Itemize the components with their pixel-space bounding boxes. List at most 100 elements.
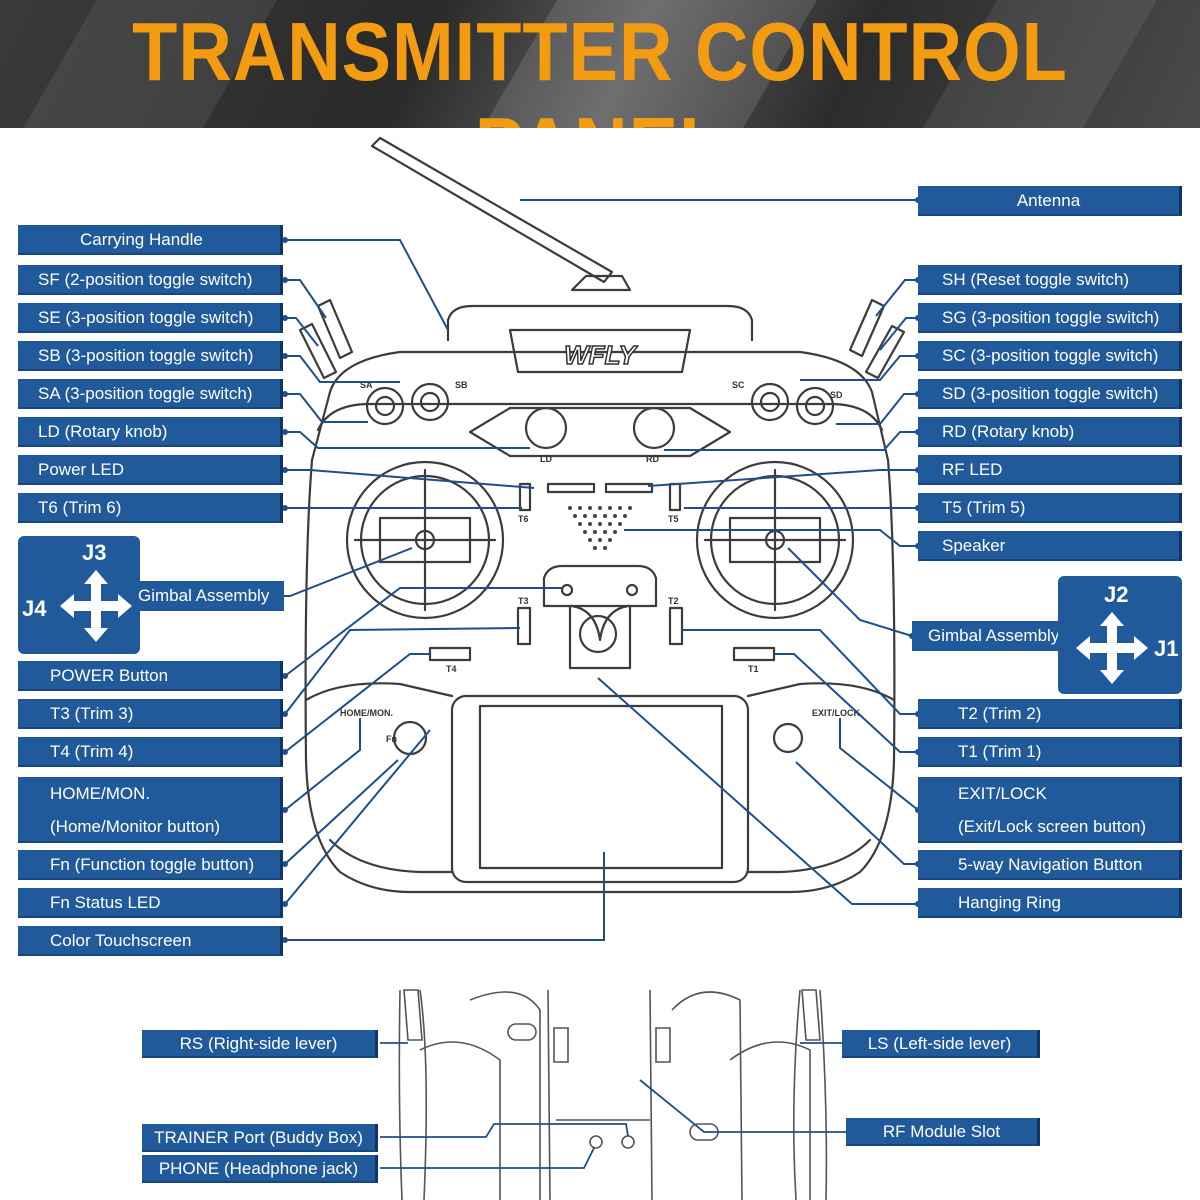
grip-left (304, 682, 454, 702)
switch-sa-shape (365, 386, 405, 426)
bottom-leader-lines (380, 1042, 846, 1169)
trim-t4-shape (428, 646, 472, 662)
leader-dots (282, 197, 921, 943)
body-top-edge (316, 402, 884, 432)
switch-sh-shape (848, 298, 886, 358)
mark-exit: EXIT/LOCK (812, 708, 861, 718)
body-shell (304, 350, 896, 894)
switch-se-shape (298, 322, 338, 380)
mark-t5: T5 (668, 514, 679, 524)
knob-panel (468, 406, 732, 458)
label-rf-slot: RF Module Slot (846, 1118, 1040, 1146)
trim-t6-shape (518, 482, 532, 512)
hanging-ring-housing (568, 604, 632, 670)
mark-sa: SA (360, 380, 373, 390)
mark-sb: SB (455, 380, 468, 390)
touchscreen-shape (478, 704, 724, 870)
hanging-ring-shape (578, 614, 618, 654)
leader-lines (138, 199, 919, 941)
mark-sc: SC (732, 380, 745, 390)
label-rs: RS (Right-side lever) (142, 1030, 378, 1058)
label-sf: SF (2-position toggle switch) (18, 265, 283, 295)
label-hanging-ring: Hanging Ring (918, 888, 1182, 918)
brand-plate (508, 328, 692, 374)
fn-button-shape (392, 720, 428, 756)
label-speaker: Speaker (918, 531, 1182, 561)
gimbal-right-badge: J2 J1 (1058, 576, 1182, 694)
label-j4: J4 (22, 596, 47, 621)
fn-led-dot (625, 583, 639, 597)
mark-t3: T3 (518, 596, 529, 606)
label-antenna: Antenna (918, 186, 1182, 216)
mark-t6: T6 (518, 514, 529, 524)
mark-fn: Fn (386, 734, 397, 744)
switch-sg-shape (864, 324, 906, 380)
grip-left-lower (328, 838, 454, 874)
label-t3: T3 (Trim 3) (18, 699, 283, 729)
trim-t5-shape (668, 482, 682, 512)
device-markings: SA SB SC SD LD RD T6 T5 T3 T2 T4 T1 Fn H… (340, 380, 861, 744)
ls-lever-shape (801, 989, 821, 1041)
label-sg: SG (3-position toggle switch) (918, 303, 1182, 333)
phone-jack-shape (589, 1135, 603, 1149)
label-trainer: TRAINER Port (Buddy Box) (142, 1124, 378, 1152)
label-se: SE (3-position toggle switch) (18, 303, 283, 333)
label-gimbal-left: Gimbal Assembly (134, 581, 284, 611)
label-sh: SH (Reset toggle switch) (918, 265, 1182, 295)
screen-bezel (450, 694, 750, 884)
nav-button-shape (772, 722, 804, 754)
antenna-base (570, 274, 632, 292)
label-t2: T2 (Trim 2) (918, 699, 1182, 729)
label-home-mon: HOME/MON. (Home/Monitor button) (18, 777, 283, 843)
switch-sc-shape (750, 382, 790, 422)
brand-logo: WFLY (564, 340, 638, 370)
label-fn-led: Fn Status LED (18, 888, 283, 918)
mark-ld: LD (540, 454, 552, 464)
four-way-arrow-icon (1076, 612, 1148, 684)
label-gimbal-right: Gimbal Assembly (912, 621, 1072, 651)
label-sc: SC (3-position toggle switch) (918, 341, 1182, 371)
label-fn: Fn (Function toggle button) (18, 850, 283, 880)
mark-t1: T1 (748, 664, 759, 674)
grip-right-lower (746, 838, 872, 874)
label-t6: T6 (Trim 6) (18, 493, 283, 523)
label-t5: T5 (Trim 5) (918, 493, 1182, 523)
grip-right (746, 682, 896, 702)
mark-t4: T4 (446, 664, 457, 674)
label-j1: J1 (1154, 636, 1179, 661)
speaker-grille (568, 506, 632, 550)
label-nav: 5-way Navigation Button (918, 850, 1182, 880)
label-t1: T1 (Trim 1) (918, 737, 1182, 767)
switch-sd-shape (795, 386, 835, 426)
four-way-arrow-icon (60, 570, 132, 642)
label-exit-lock-sub: (Exit/Lock screen button) (958, 817, 1147, 836)
label-j3: J3 (82, 540, 107, 565)
rs-lever-shape (403, 989, 423, 1041)
mark-t2: T2 (668, 596, 679, 606)
antenna-rod (370, 136, 614, 284)
label-touchscreen: Color Touchscreen (18, 926, 283, 956)
switch-sf-shape (316, 298, 354, 360)
gimbal-left-badge: J3 J4 (18, 536, 140, 654)
label-rd: RD (Rotary knob) (918, 417, 1182, 447)
mark-home: HOME/MON. (340, 708, 393, 718)
knob-ld-shape (524, 406, 568, 450)
gimbal-left-ring (345, 460, 505, 620)
gimbal-right-ring (695, 460, 855, 620)
label-power-button: POWER Button (18, 661, 283, 691)
page-title: TRANSMITTER CONTROL PANEL (132, 4, 1068, 128)
center-panel (542, 564, 658, 642)
label-power-led: Power LED (18, 455, 283, 485)
label-ls: LS (Left-side lever) (842, 1030, 1040, 1058)
label-rf-led: RF LED (918, 455, 1182, 485)
label-sa: SA (3-position toggle switch) (18, 379, 283, 409)
power-led-shape (546, 482, 596, 494)
header-banner: TRANSMITTER CONTROL PANEL (0, 0, 1200, 128)
trim-t1-shape (732, 646, 776, 662)
mark-sd: SD (830, 390, 843, 400)
trim-t2-shape (668, 606, 684, 646)
label-exit-lock-title: EXIT/LOCK (958, 784, 1047, 803)
trim-t3-shape (516, 606, 532, 646)
transmitter-outline (298, 136, 906, 894)
